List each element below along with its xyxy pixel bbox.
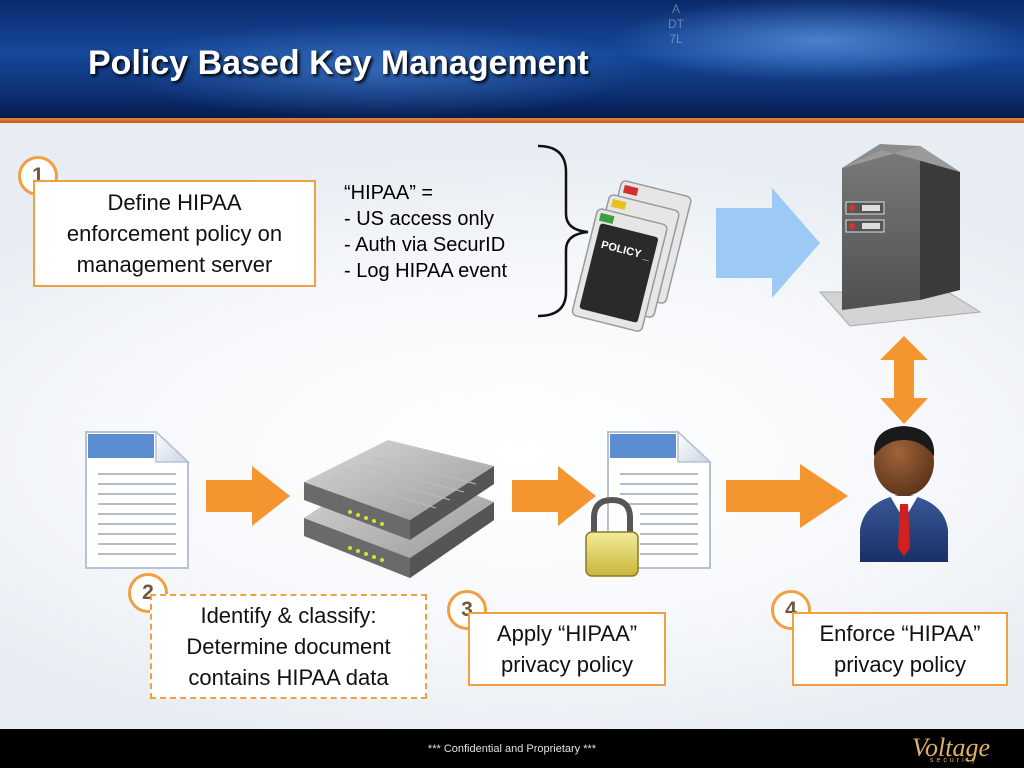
document-icon bbox=[85, 430, 190, 569]
blue-arrow bbox=[716, 188, 820, 298]
step-number: 1 bbox=[32, 164, 44, 187]
header-banner: Policy Based Key Management ADT7L bbox=[0, 0, 1024, 118]
step-text-line: Determine document bbox=[186, 634, 391, 659]
voltage-logo-sub: security bbox=[930, 757, 979, 764]
step-text-line: Define HIPAA bbox=[107, 190, 242, 215]
policy-definition: “HIPAA” = - US access only - Auth via Se… bbox=[344, 180, 507, 284]
bidirectional-arrow bbox=[880, 336, 928, 424]
step-text-line: Enforce “HIPAA” bbox=[819, 621, 981, 646]
step-text-line: contains HIPAA data bbox=[188, 665, 389, 690]
step-number: 4 bbox=[785, 598, 797, 621]
header-rule bbox=[0, 118, 1024, 123]
voltage-logo: Voltage bbox=[912, 733, 990, 762]
step-text-line: privacy policy bbox=[500, 652, 634, 677]
orange-arrow-1 bbox=[206, 466, 290, 526]
step-box-2: Identify & classify: Determine document … bbox=[150, 594, 427, 699]
footer-text: *** Confidential and Proprietary *** bbox=[427, 743, 597, 755]
step-text-line: privacy policy bbox=[833, 652, 967, 677]
orange-arrow-2 bbox=[512, 466, 596, 526]
policy-line: - Log HIPAA event bbox=[344, 260, 508, 282]
step-text-line: enforcement policy on bbox=[66, 221, 283, 246]
policy-line: - Auth via SecurID bbox=[344, 234, 506, 256]
step-box-3: Apply “HIPAA” privacy policy bbox=[468, 612, 666, 686]
step-box-1: Define HIPAA enforcement policy on manag… bbox=[33, 180, 316, 287]
step-text-line: Identify & classify: bbox=[200, 603, 377, 628]
header-vertical-text: ADT7L bbox=[668, 2, 684, 47]
user-icon bbox=[860, 426, 948, 562]
step-number: 2 bbox=[142, 581, 154, 604]
step-box-4: Enforce “HIPAA” privacy policy bbox=[792, 612, 1008, 686]
locked-document-icon bbox=[585, 430, 712, 577]
step-text-line: Apply “HIPAA” bbox=[496, 621, 638, 646]
step-number: 3 bbox=[461, 598, 473, 621]
policy-line: “HIPAA” = bbox=[344, 182, 434, 204]
policy-line: - US access only bbox=[344, 208, 495, 230]
orange-arrow-3 bbox=[726, 464, 848, 528]
step-badge-3: 3 bbox=[447, 590, 487, 630]
step-text-line: management server bbox=[76, 252, 273, 277]
header-vertical-letters: ADT7L bbox=[668, 2, 684, 46]
management-server-icon bbox=[818, 144, 982, 327]
step-badge-1: 1 bbox=[18, 156, 58, 196]
footer-bar: *** Confidential and Proprietary *** Vol… bbox=[0, 729, 1024, 768]
policy-cards-icon: POLICY _ bbox=[571, 180, 692, 332]
page-title: Policy Based Key Management bbox=[88, 44, 589, 82]
bracket-shape bbox=[537, 144, 589, 318]
appliance-icon bbox=[304, 440, 494, 578]
